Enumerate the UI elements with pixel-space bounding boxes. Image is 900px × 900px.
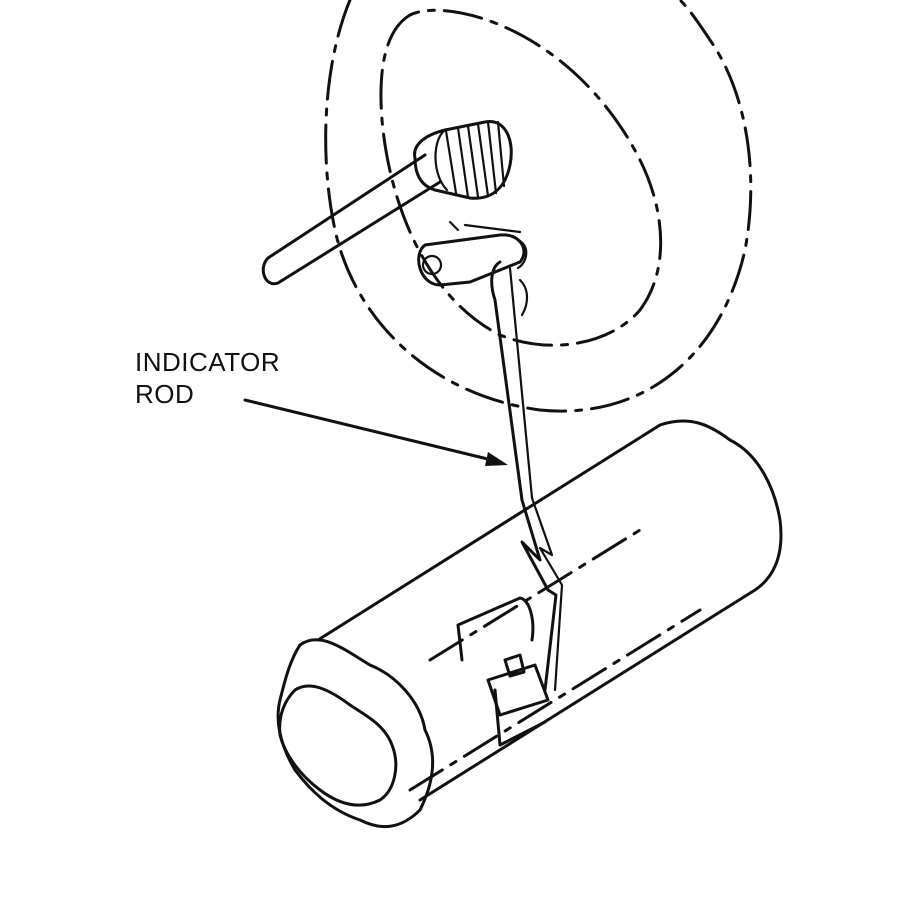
callout-arrowhead-icon <box>485 452 508 466</box>
shift-shaft <box>261 153 442 286</box>
switch-block <box>486 653 550 717</box>
column-tube <box>316 419 783 802</box>
tube-end-inner <box>278 684 398 807</box>
indicator-rod-label: INDICATOR ROD <box>135 346 280 410</box>
indicator-lever <box>417 233 526 287</box>
steering-outer-outline <box>324 0 753 413</box>
label-line-1: INDICATOR <box>135 347 281 377</box>
column-housing-outline <box>379 8 663 347</box>
lever-pivot <box>421 254 443 276</box>
callout-arrow-line <box>243 398 502 464</box>
knob-knurling <box>434 120 506 199</box>
indicator-rod-edge <box>508 266 564 692</box>
indicator-rod <box>490 260 558 692</box>
tube-hidden-edge <box>408 528 702 792</box>
shaft-knob <box>413 120 513 200</box>
switch-window <box>456 596 547 747</box>
tube-end-outer <box>276 638 435 829</box>
lever-clip <box>448 220 529 317</box>
label-line-2: ROD <box>135 379 195 409</box>
